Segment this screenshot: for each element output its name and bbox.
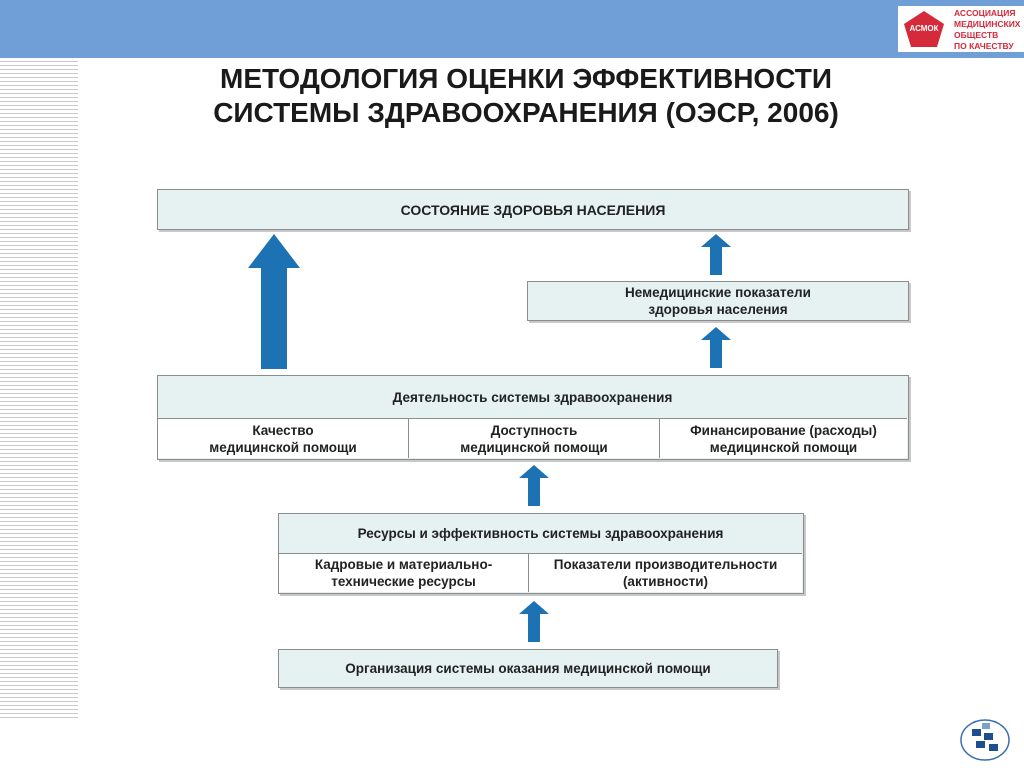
accessibility-cell: Доступность медицинской помощи bbox=[409, 419, 660, 458]
arrow-up-icon bbox=[701, 327, 731, 368]
organization-box: Организация системы оказания медицинской… bbox=[278, 649, 778, 688]
top-banner bbox=[0, 0, 1024, 58]
asmok-logo-icon bbox=[904, 11, 944, 47]
quality-cell: Качество медицинской помощи bbox=[158, 419, 409, 458]
emblem-icon bbox=[960, 719, 1010, 761]
organization-name: АССОЦИАЦИЯ МЕДИЦИНСКИХ ОБЩЕСТВ ПО КАЧЕСТ… bbox=[954, 8, 1021, 51]
page-title: МЕТОДОЛОГИЯ ОЦЕНКИ ЭФФЕКТИВНОСТИ СИСТЕМЫ… bbox=[150, 62, 902, 130]
title-line-1: МЕТОДОЛОГИЯ ОЦЕНКИ ЭФФЕКТИВНОСТИ bbox=[220, 63, 832, 94]
resources-header: Ресурсы и эффективность системы здравоох… bbox=[279, 514, 802, 554]
logo-label: АСМОК bbox=[909, 24, 939, 33]
financing-cell: Финансирование (расходы) медицинской пом… bbox=[660, 419, 907, 458]
resources-box: Ресурсы и эффективность системы здравоох… bbox=[278, 513, 804, 594]
staff-resources-cell: Кадровые и материально- технические ресу… bbox=[279, 554, 529, 592]
arrow-up-icon bbox=[519, 465, 549, 506]
arrow-up-large-icon bbox=[248, 234, 300, 369]
arrow-up-icon bbox=[519, 601, 549, 642]
productivity-cell: Показатели производительности (активност… bbox=[529, 554, 802, 592]
title-line-2: СИСТЕМЫ ЗДРАВООХРАНЕНИЯ (ОЭСР, 2006) bbox=[213, 97, 839, 128]
arrow-up-icon bbox=[701, 234, 731, 275]
health-status-box: СОСТОЯНИЕ ЗДОРОВЬЯ НАСЕЛЕНИЯ bbox=[157, 189, 909, 230]
system-performance-box: Деятельность системы здравоохранения Кач… bbox=[157, 375, 909, 460]
decorative-stripes bbox=[0, 58, 78, 720]
system-performance-header: Деятельность системы здравоохранения bbox=[158, 376, 907, 419]
non-medical-indicators-box: Немедицинские показатели здоровья населе… bbox=[527, 281, 909, 321]
